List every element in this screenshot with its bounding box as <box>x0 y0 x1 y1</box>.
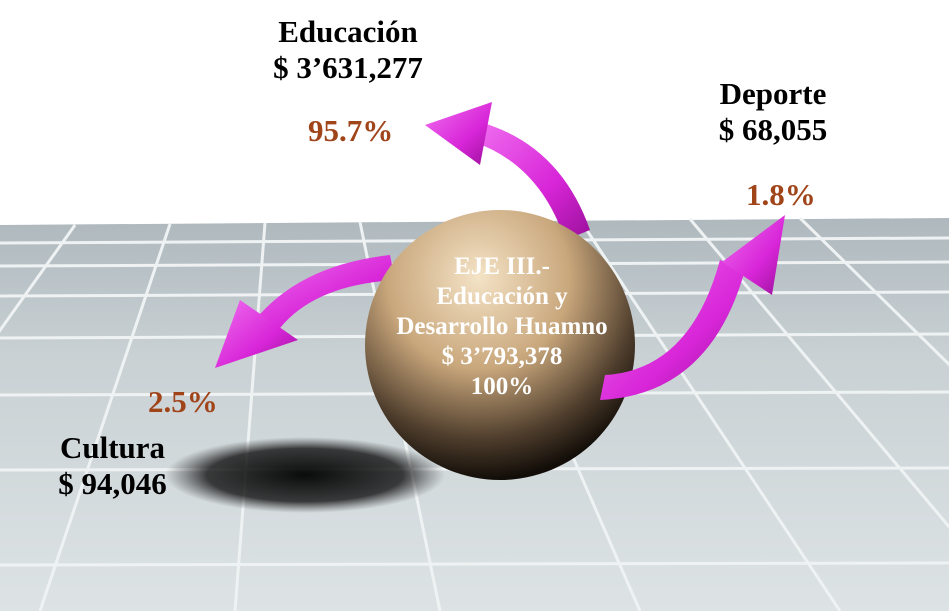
center-line-2: Educación y <box>436 283 568 310</box>
cultura-percent: 2.5% <box>148 384 218 419</box>
deporte-label: Deporte $ 68,055 <box>700 76 846 147</box>
arrow-deporte <box>600 215 785 400</box>
center-line-3: Desarrollo Huamno <box>396 313 608 340</box>
deporte-name: Deporte <box>719 76 827 111</box>
deporte-percent: 1.8% <box>746 177 816 212</box>
sphere-shadow <box>165 437 445 513</box>
center-amount: $ 3’793,378 <box>441 343 563 370</box>
educacion-amount: $ 3’631,277 <box>273 49 423 85</box>
educacion-name: Educación <box>278 14 418 49</box>
educacion-label: Educación $ 3’631,277 <box>240 14 456 85</box>
center-label: EJE III.- Educación y Desarrollo Huamno … <box>352 252 652 402</box>
cultura-amount: $ 94,046 <box>58 465 167 501</box>
center-percent: 100% <box>470 373 534 400</box>
arrow-cultura <box>215 255 395 368</box>
cultura-name: Cultura <box>59 430 166 465</box>
deporte-amount: $ 68,055 <box>718 111 828 147</box>
sphere <box>365 210 635 480</box>
cultura-label: Cultura $ 94,046 <box>30 430 195 501</box>
center-line-1: EJE III.- <box>454 253 550 280</box>
educacion-percent: 95.7% <box>308 113 394 148</box>
arrow-educacion <box>425 102 590 240</box>
